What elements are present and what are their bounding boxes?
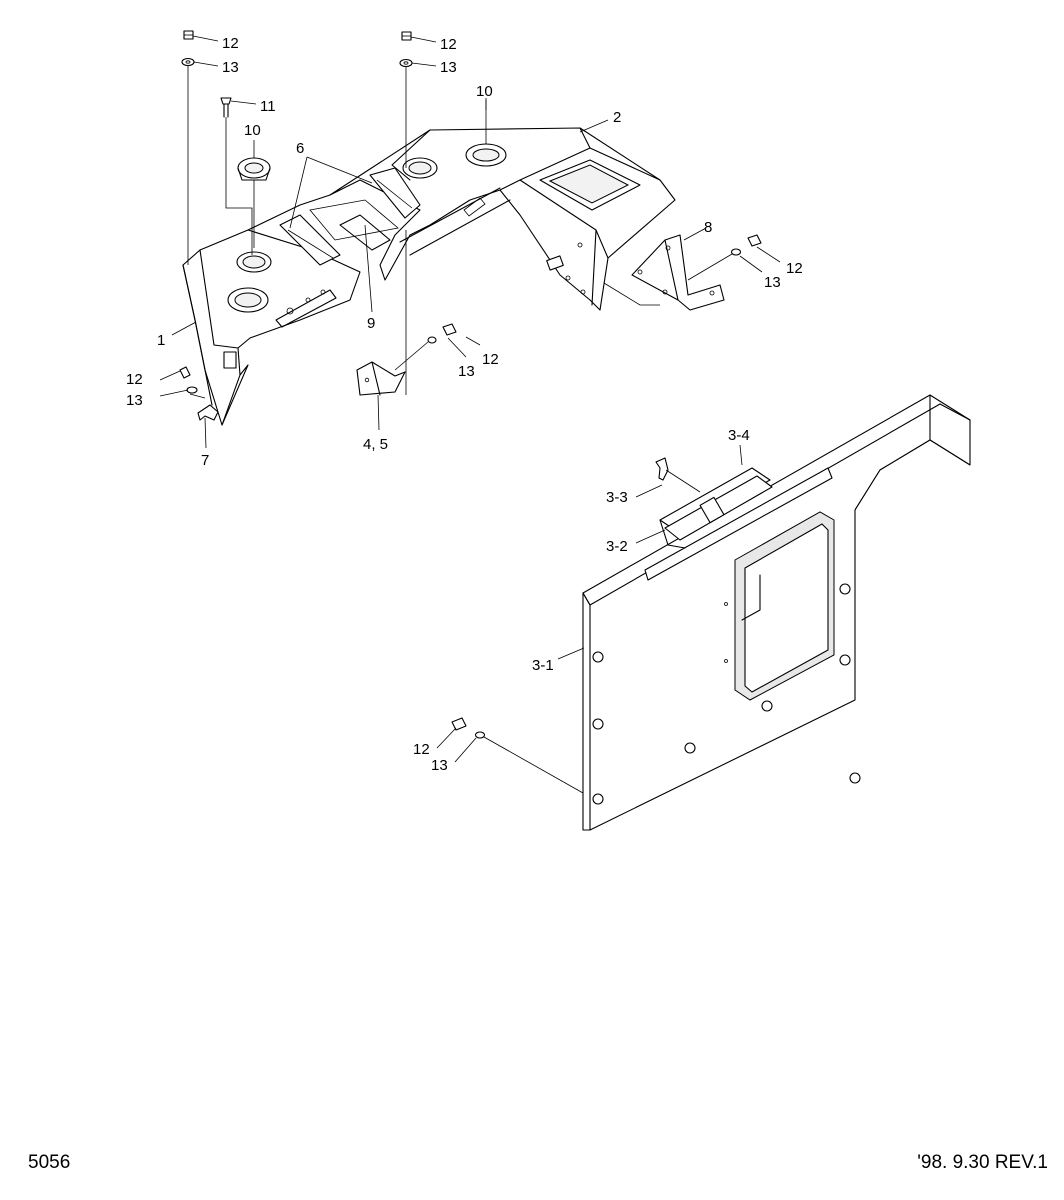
washer-13-lower — [474, 731, 486, 739]
label-8: 8 — [704, 219, 712, 236]
assembly-lines-upper — [187, 66, 733, 399]
bolt-12-center — [442, 323, 457, 336]
clip-part-7 — [197, 404, 219, 421]
plate-part-6 — [279, 167, 421, 266]
label-12-lower: 12 — [413, 741, 430, 758]
label-4-5: 4, 5 — [363, 436, 388, 453]
bolt-12-left — [179, 366, 191, 379]
label-12-right: 12 — [786, 260, 803, 277]
label-13-top-left: 13 — [222, 59, 239, 76]
fender-left-part-1 — [182, 194, 361, 426]
leader-lines — [159, 35, 781, 763]
bolt-12-right — [747, 234, 762, 247]
label-7: 7 — [201, 452, 209, 469]
label-12-top-left: 12 — [222, 35, 239, 52]
washer-13-top-left — [181, 57, 195, 67]
label-9: 9 — [367, 315, 375, 332]
label-12-left: 12 — [126, 371, 143, 388]
bracket-part-8 — [631, 234, 725, 311]
label-10-left: 10 — [244, 122, 261, 139]
bolt-12-lower — [451, 717, 467, 731]
assembly-lines-lower — [483, 736, 584, 794]
label-13-lower: 13 — [431, 757, 448, 774]
screw-part-11 — [220, 97, 232, 118]
bolt-12-top-left — [183, 30, 194, 40]
label-13-right: 13 — [764, 274, 781, 291]
latch-part-3-3 — [655, 457, 669, 481]
washer-13-top-middle — [399, 58, 413, 68]
window-part-3-2-3-4 — [659, 467, 773, 549]
part-labels: 12 13 12 13 11 10 10 2 6 1 9 8 12 13 12 … — [126, 35, 803, 774]
fender-right-part-2 — [329, 127, 676, 311]
label-13-center: 13 — [458, 363, 475, 380]
side-panel-part-3-1 — [582, 394, 971, 831]
label-11: 11 — [260, 98, 276, 115]
washer-13-right — [730, 248, 742, 256]
label-10-right: 10 — [476, 83, 493, 100]
drawing-number: 5056 — [28, 1152, 71, 1173]
label-12-top-middle: 12 — [440, 36, 457, 53]
label-2: 2 — [613, 109, 621, 126]
washer-13-center — [427, 336, 437, 344]
label-6: 6 — [296, 140, 304, 157]
revision-date: '98. 9.30 REV.1 — [917, 1152, 1048, 1173]
label-3-4: 3-4 — [728, 427, 750, 444]
bolt-12-top-middle — [401, 31, 412, 41]
label-1: 1 — [157, 332, 165, 349]
label-3-1: 3-1 — [532, 657, 554, 674]
plate-part-9 — [309, 199, 399, 251]
label-13-top-middle: 13 — [440, 59, 457, 76]
bracket-part-4-5 — [356, 361, 406, 396]
label-12-center: 12 — [482, 351, 499, 368]
label-3-3: 3-3 — [606, 489, 628, 506]
label-3-2: 3-2 — [606, 538, 628, 555]
grommet-part-10-left — [237, 157, 271, 181]
washer-13-left — [186, 386, 198, 394]
label-13-left: 13 — [126, 392, 143, 409]
